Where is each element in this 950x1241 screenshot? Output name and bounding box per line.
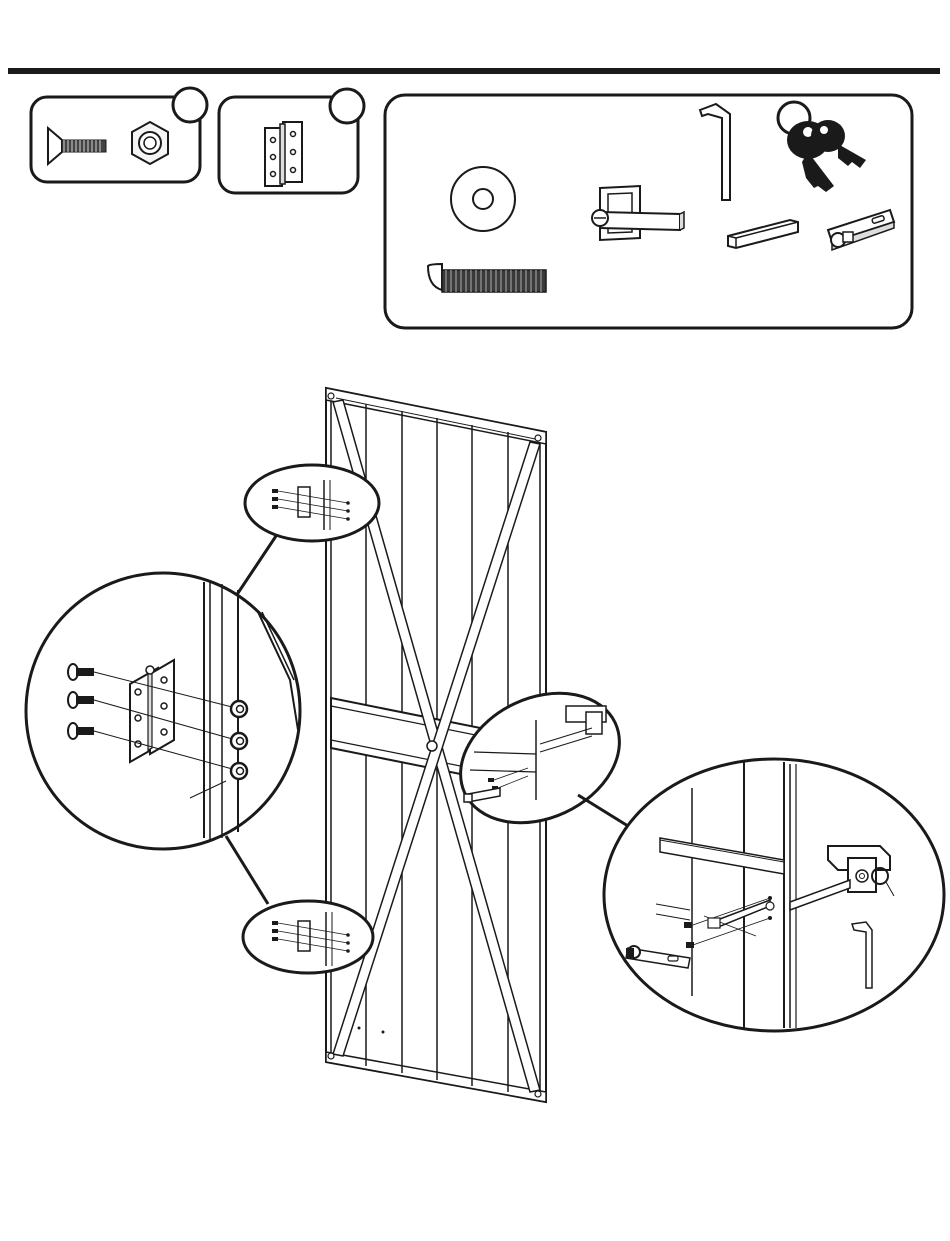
lock-kit-box	[385, 95, 912, 328]
hinge-screw-icon	[68, 664, 94, 739]
lower-hinge-callout	[243, 901, 373, 973]
hex-key-icon	[700, 104, 730, 200]
latch-detail-magnifier	[578, 759, 944, 1031]
hex-nut-icon	[132, 122, 168, 164]
upper-hinge-callout	[245, 465, 379, 541]
fastener-box	[31, 88, 207, 182]
washer-icon	[451, 167, 515, 231]
step-badge-circle	[330, 89, 364, 123]
hinge-box	[219, 89, 364, 193]
hinge-detail-magnifier	[26, 536, 300, 904]
step-badge-circle	[173, 88, 207, 122]
flat-head-screw-icon	[48, 128, 106, 164]
keys-icon	[778, 102, 866, 192]
hinge-nut-icon	[231, 701, 247, 779]
pan-head-bolt-icon	[428, 264, 546, 292]
latch-plate-icon	[828, 210, 894, 250]
door-handle-icon	[592, 186, 684, 240]
header-rule	[8, 68, 940, 74]
square-spindle-icon	[728, 220, 798, 248]
hinge-icon	[265, 122, 302, 186]
